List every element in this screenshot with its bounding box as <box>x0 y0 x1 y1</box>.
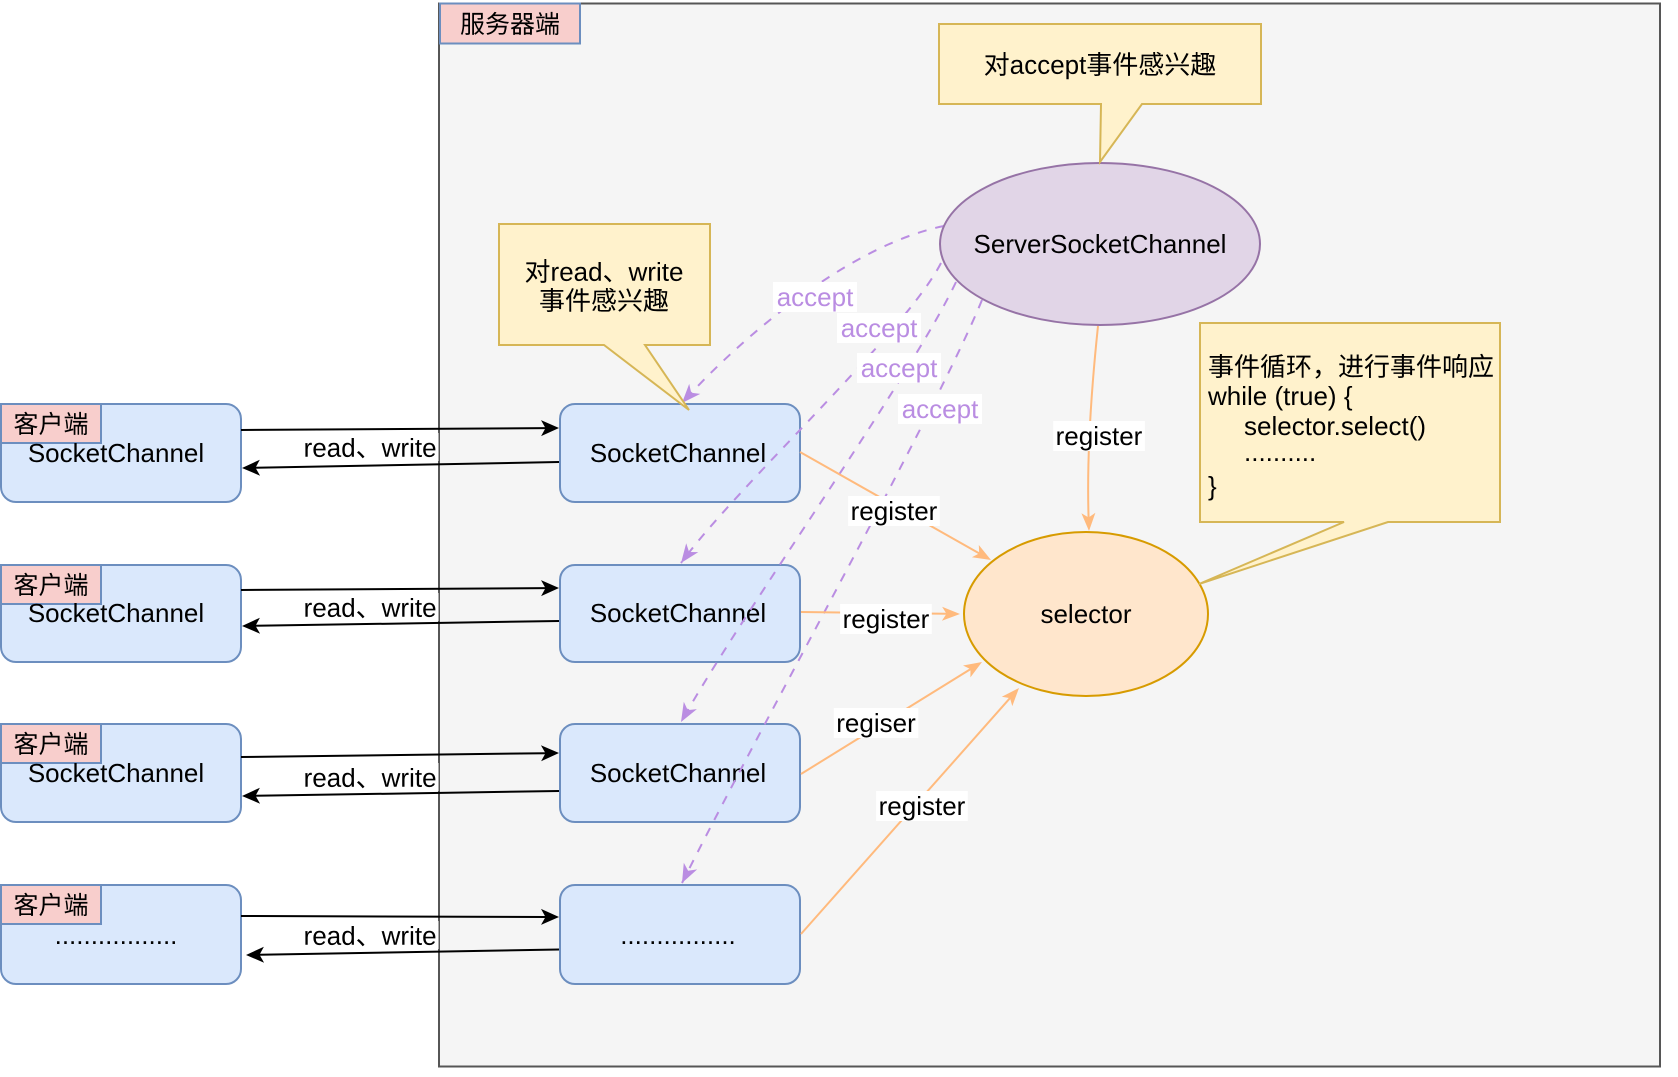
svg-text:SocketChannel: SocketChannel <box>28 758 204 788</box>
svg-text:accept: accept <box>841 313 918 343</box>
svg-text:SocketChannel: SocketChannel <box>28 598 204 628</box>
svg-text:register: register <box>843 604 930 634</box>
svg-text:................: ................ <box>620 920 736 950</box>
svg-text:SocketChannel: SocketChannel <box>28 438 204 468</box>
svg-text:SocketChannel: SocketChannel <box>590 598 766 628</box>
svg-text:..........: .......... <box>1244 437 1316 467</box>
svg-text:accept: accept <box>902 394 979 424</box>
svg-text:register: register <box>851 496 938 526</box>
svg-text:register: register <box>1056 421 1143 451</box>
svg-text:register: register <box>879 791 966 821</box>
svg-text:SocketChannel: SocketChannel <box>590 438 766 468</box>
svg-text:accept: accept <box>861 353 938 383</box>
svg-text:accept: accept <box>777 282 854 312</box>
svg-text:ServerSocketChannel: ServerSocketChannel <box>974 229 1227 259</box>
svg-text:}: } <box>1208 471 1217 501</box>
svg-text:selector.select(): selector.select() <box>1244 411 1426 441</box>
svg-text:regiser: regiser <box>836 708 916 738</box>
svg-text:SocketChannel: SocketChannel <box>590 758 766 788</box>
svg-text:while (true) {: while (true) { <box>1207 381 1353 411</box>
svg-text:selector: selector <box>1040 599 1131 629</box>
svg-text:.................: ................. <box>55 920 178 950</box>
